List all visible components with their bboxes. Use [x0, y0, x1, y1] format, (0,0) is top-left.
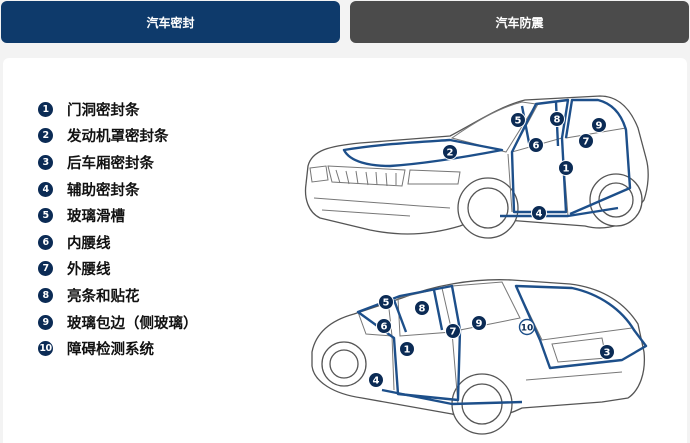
legend-number-badge: 2: [38, 128, 53, 144]
marker-8: 8: [414, 300, 430, 316]
legend-item: 5 玻璃滑槽: [38, 202, 198, 229]
marker-4: 4: [531, 205, 547, 221]
legend-number-badge: 4: [38, 181, 53, 197]
seal-legend: 1 门洞密封条 2 发动机罩密封条 3 后车厢密封条 4 辅助密封条 5 玻璃滑槽 6 内腰…: [38, 96, 198, 362]
svg-text:2: 2: [447, 148, 454, 159]
legend-label: 内腰线: [67, 235, 111, 252]
svg-text:5: 5: [383, 298, 390, 309]
legend-label: 亮条和贴花: [67, 288, 140, 305]
legend-number-badge: 10: [38, 341, 53, 357]
legend-item: 7 外腰线: [38, 256, 198, 283]
marker-7: 7: [445, 323, 461, 339]
svg-text:10: 10: [521, 324, 534, 334]
tab-bar: 汽车密封 汽车防震: [0, 0, 690, 52]
legend-label: 辅助密封条: [67, 182, 140, 199]
marker-9: 9: [471, 315, 487, 331]
marker-1: 1: [558, 160, 574, 176]
marker-10: 10: [518, 318, 536, 336]
legend-item: 4 辅助密封条: [38, 176, 198, 203]
car-rear-diagram: 5 8 6 9 7 10 1 3 4: [311, 279, 648, 435]
legend-label: 障碍检测系统: [67, 342, 154, 359]
legend-item: 9 玻璃包边（侧玻璃）: [38, 309, 198, 336]
svg-text:4: 4: [373, 376, 380, 387]
marker-6: 6: [376, 318, 392, 334]
marker-6: 6: [528, 137, 544, 153]
legend-number-badge: 6: [38, 234, 53, 250]
marker-8: 8: [549, 111, 565, 127]
marker-5: 5: [510, 112, 526, 128]
marker-3: 3: [599, 344, 615, 360]
car-front-diagram: 2 5 8 9 6 7 1 4: [304, 95, 649, 239]
svg-text:4: 4: [536, 209, 543, 220]
legend-item: 10 障碍检测系统: [38, 335, 198, 362]
rear-markers: 5 8 6 9 7 10 1 3 4: [368, 294, 615, 388]
legend-number-badge: 1: [38, 101, 53, 117]
legend-label: 门洞密封条: [67, 102, 140, 119]
marker-5: 5: [378, 294, 394, 310]
svg-text:8: 8: [554, 115, 561, 126]
tab-car-sealing[interactable]: 汽车密封: [1, 1, 340, 43]
front-markers: 2 5 8 9 6 7 1 4: [442, 111, 607, 221]
legend-label: 玻璃包边（侧玻璃）: [67, 315, 198, 332]
svg-text:6: 6: [533, 141, 540, 152]
svg-text:1: 1: [563, 164, 570, 175]
tab-car-vibration[interactable]: 汽车防震: [350, 1, 689, 43]
marker-9: 9: [591, 117, 607, 133]
svg-text:7: 7: [583, 137, 590, 148]
legend-number-badge: 9: [38, 314, 53, 330]
legend-item: 3 后车厢密封条: [38, 149, 198, 176]
marker-4: 4: [368, 372, 384, 388]
legend-label: 后车厢密封条: [67, 155, 154, 172]
legend-item: 6 内腰线: [38, 229, 198, 256]
svg-text:1: 1: [404, 345, 411, 356]
svg-text:9: 9: [476, 319, 483, 330]
marker-2: 2: [442, 144, 458, 160]
legend-number-badge: 8: [38, 287, 53, 303]
legend-item: 2 发动机罩密封条: [38, 123, 198, 150]
svg-text:9: 9: [596, 121, 603, 132]
legend-number-badge: 7: [38, 261, 53, 277]
svg-text:8: 8: [419, 304, 426, 315]
legend-label: 发动机罩密封条: [67, 129, 169, 146]
legend-label: 外腰线: [67, 262, 111, 279]
legend-number-badge: 5: [38, 208, 53, 224]
legend-label: 玻璃滑槽: [67, 209, 125, 226]
svg-text:3: 3: [604, 348, 611, 359]
svg-text:5: 5: [515, 116, 522, 127]
svg-text:7: 7: [450, 327, 457, 338]
legend-number-badge: 3: [38, 154, 53, 170]
marker-1: 1: [399, 341, 415, 357]
svg-text:6: 6: [381, 322, 388, 333]
legend-item: 8 亮条和贴花: [38, 282, 198, 309]
marker-7: 7: [578, 133, 594, 149]
legend-item: 1 门洞密封条: [38, 96, 198, 123]
